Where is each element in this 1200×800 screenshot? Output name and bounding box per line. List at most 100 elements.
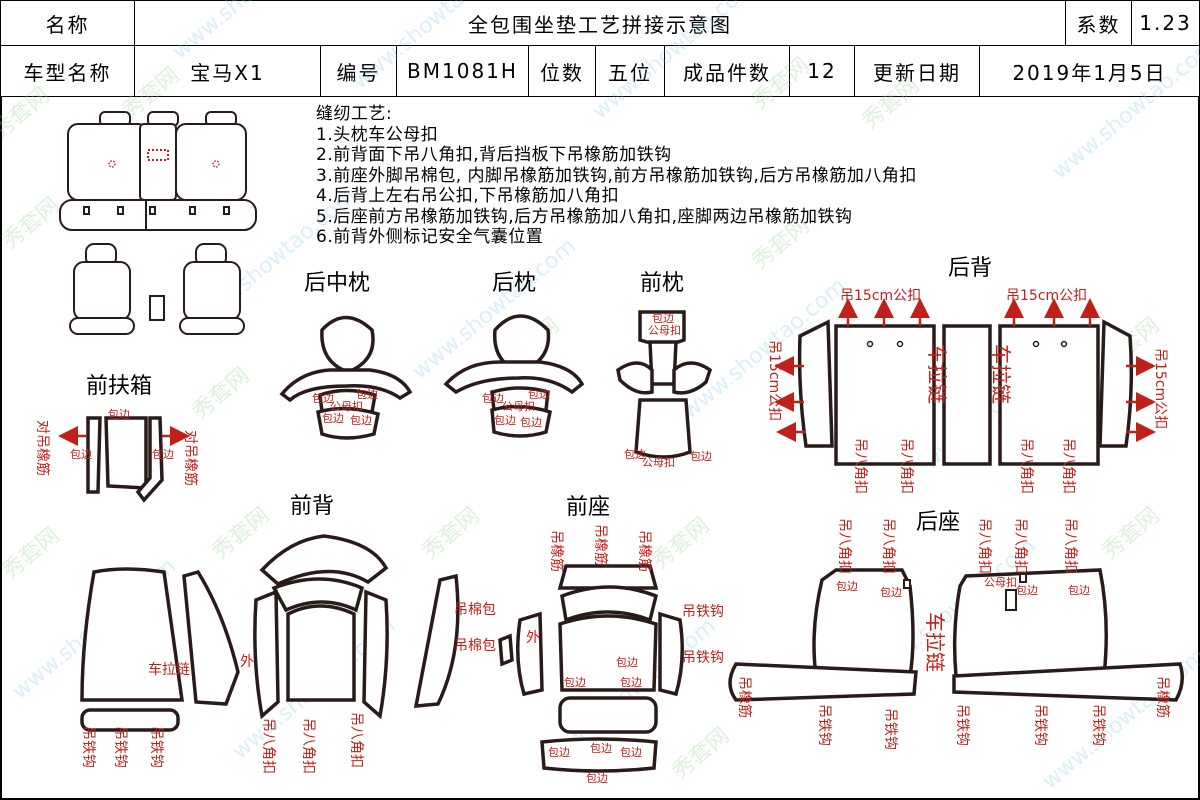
rear-seat-pattern: 吊八角扣 吊八角扣 吊八角扣 吊八角扣 吊八角扣 车拉链 包边 包边 公母扣 包… xyxy=(728,518,1184,750)
svg-text:公母扣: 公母扣 xyxy=(502,399,535,413)
svg-text:吊八角扣: 吊八角扣 xyxy=(1018,438,1034,494)
section-front-headrest: 前枕 xyxy=(640,271,684,296)
svg-text:包边: 包边 xyxy=(322,412,344,425)
note-item: 4.后背上左右吊公扣,下吊橡筋加八角扣 xyxy=(316,186,620,206)
svg-text:车拉链: 车拉链 xyxy=(923,612,947,672)
svg-text:秀套网: 秀套网 xyxy=(748,213,815,275)
section-rear-headrest: 后枕 xyxy=(492,271,536,296)
section-rear-back: 后背 xyxy=(948,256,992,281)
svg-text:吊铁钩: 吊铁钩 xyxy=(954,704,970,746)
rear-center-headrest-pattern: 包边 包边 公母扣 包边 包边 xyxy=(279,315,413,440)
svg-text:www.showtao.com: www.showtao.com xyxy=(168,0,341,65)
svg-text:吊八角扣: 吊八角扣 xyxy=(300,718,316,774)
pieces-label: 成品件数 xyxy=(664,45,790,97)
svg-text:吊八角扣: 吊八角扣 xyxy=(348,712,364,768)
svg-text:包边: 包边 xyxy=(564,676,586,689)
svg-text:包边: 包边 xyxy=(590,742,612,755)
front-back-pattern: 车拉链 外 吊铁钩 吊铁钩 吊铁钩 吊八角扣 吊八角扣 吊八角扣 xyxy=(80,534,460,774)
svg-text:吊八角扣: 吊八角扣 xyxy=(1062,518,1078,574)
svg-text:吊铁钩: 吊铁钩 xyxy=(682,604,724,620)
svg-text:包边: 包边 xyxy=(1068,584,1090,597)
svg-text:秀套网: 秀套网 xyxy=(0,193,64,255)
svg-text:包边: 包边 xyxy=(652,312,674,325)
svg-text:公母扣: 公母扣 xyxy=(648,323,681,337)
svg-text:包边: 包边 xyxy=(548,746,570,759)
svg-text:吊橡筋: 吊橡筋 xyxy=(736,676,753,718)
svg-text:吊八角扣: 吊八角扣 xyxy=(898,438,914,494)
code-value: BM1081H xyxy=(396,45,529,97)
svg-text:对吊橡筋: 对吊橡筋 xyxy=(182,430,199,486)
svg-text:吊铁钩: 吊铁钩 xyxy=(682,650,724,666)
svg-text:吊铁钩: 吊铁钩 xyxy=(148,726,164,768)
section-rear-seat: 后座 xyxy=(916,510,960,535)
svg-text:包边: 包边 xyxy=(586,772,608,785)
svg-text:秀套网: 秀套网 xyxy=(418,503,485,565)
note-item: 6.前背外侧标记安全气囊位置 xyxy=(316,227,544,247)
note-item: 1.头枕车公母扣 xyxy=(316,124,439,145)
svg-text:包边: 包边 xyxy=(880,586,902,599)
rear-back-hook-label-right: 吊15cm公扣 xyxy=(1006,288,1087,304)
svg-text:车拉链: 车拉链 xyxy=(148,661,190,678)
svg-text:吊棉包: 吊棉包 xyxy=(454,637,496,654)
svg-text:www.showtao.com: www.showtao.com xyxy=(1048,34,1200,185)
pieces-value: 12 xyxy=(789,45,855,97)
sewing-notes: 缝纫工艺: 1.头枕车公母扣 2.前背面下吊八角扣,背后挡板下吊橡筋加铁钩 3.… xyxy=(316,104,917,248)
svg-text:吊橡筋: 吊橡筋 xyxy=(1154,676,1171,718)
notes-heading: 缝纫工艺: xyxy=(316,104,393,124)
svg-text:公母扣: 公母扣 xyxy=(984,575,1017,589)
svg-text:包边: 包边 xyxy=(528,388,550,401)
rear-back-hook-label-left: 吊15cm公扣 xyxy=(840,288,921,304)
svg-text:吊八角扣: 吊八角扣 xyxy=(260,718,276,774)
svg-text:公母扣: 公母扣 xyxy=(330,399,363,413)
svg-text:包边: 包边 xyxy=(1016,584,1038,597)
svg-text:吊铁钩: 吊铁钩 xyxy=(816,704,832,746)
svg-text:包边: 包边 xyxy=(620,746,642,759)
svg-text:车拉链: 车拉链 xyxy=(989,344,1013,404)
svg-text:吊铁钩: 吊铁钩 xyxy=(882,708,898,750)
svg-text:吊八角扣: 吊八角扣 xyxy=(880,518,896,574)
svg-text:包边: 包边 xyxy=(494,414,516,427)
svg-text:对吊橡筋: 对吊橡筋 xyxy=(34,420,51,476)
note-item: 2.前背面下吊八角扣,背后挡板下吊橡筋加铁钩 xyxy=(316,145,672,165)
svg-text:外: 外 xyxy=(526,630,540,646)
svg-text:包边: 包边 xyxy=(620,676,642,689)
svg-text:秀套网: 秀套网 xyxy=(188,363,255,425)
front-seats-overview xyxy=(69,243,245,335)
svg-text:秀套网: 秀套网 xyxy=(0,523,64,585)
svg-text:包边: 包边 xyxy=(356,388,378,401)
section-front-armrest: 前扶箱 xyxy=(86,374,152,399)
svg-text:www.showtao.com: www.showtao.com xyxy=(588,0,761,125)
svg-text:包边: 包边 xyxy=(350,414,372,427)
svg-text:包边: 包边 xyxy=(152,448,174,461)
svg-text:车拉链: 车拉链 xyxy=(925,344,949,404)
section-front-seat: 前座 xyxy=(566,495,610,520)
svg-text:吊八角扣: 吊八角扣 xyxy=(1012,518,1028,574)
note-item: 5.后座前方吊橡筋加铁钩,后方吊橡筋加八角扣,座脚两边吊橡筋加铁钩 xyxy=(316,206,853,227)
svg-text:吊橡筋: 吊橡筋 xyxy=(636,530,653,572)
svg-text:秀套网: 秀套网 xyxy=(858,73,925,135)
svg-text:吊15cm公扣: 吊15cm公扣 xyxy=(766,340,782,421)
rear-back-pattern: 吊15cm公扣 吊15cm公扣 吊15cm公扣 吊15cm公扣 车拉链 车拉链 … xyxy=(766,288,1168,494)
note-item: 3.前座外脚吊棉包, 内脚吊橡筋加铁钩,前方吊橡筋加铁钩,后方吊橡筋加八角扣 xyxy=(316,165,917,186)
svg-text:秀套网: 秀套网 xyxy=(748,53,815,115)
svg-text:秀套网: 秀套网 xyxy=(648,513,715,575)
section-rear-center-headrest: 后中枕 xyxy=(304,271,370,296)
svg-text:外: 外 xyxy=(240,654,254,670)
svg-text:秀套网: 秀套网 xyxy=(208,503,275,565)
svg-text:包边: 包边 xyxy=(836,580,858,593)
seats-label: 位数 xyxy=(528,45,596,97)
section-front-back: 前背 xyxy=(290,494,334,519)
svg-text:包边: 包边 xyxy=(312,392,334,405)
svg-text:吊橡筋: 吊橡筋 xyxy=(592,524,609,566)
svg-text:秀套网: 秀套网 xyxy=(668,723,735,785)
svg-text:包边: 包边 xyxy=(520,416,542,429)
svg-text:秀套网: 秀套网 xyxy=(0,83,54,145)
model-value: 宝马X1 xyxy=(134,45,321,97)
svg-text:吊棉包: 吊棉包 xyxy=(454,601,496,618)
name-label: 名称 xyxy=(0,0,135,46)
date-label: 更新日期 xyxy=(854,45,980,97)
svg-text:包边: 包边 xyxy=(616,656,638,669)
svg-text:包边: 包边 xyxy=(108,408,130,421)
svg-text:包边: 包边 xyxy=(624,448,646,461)
